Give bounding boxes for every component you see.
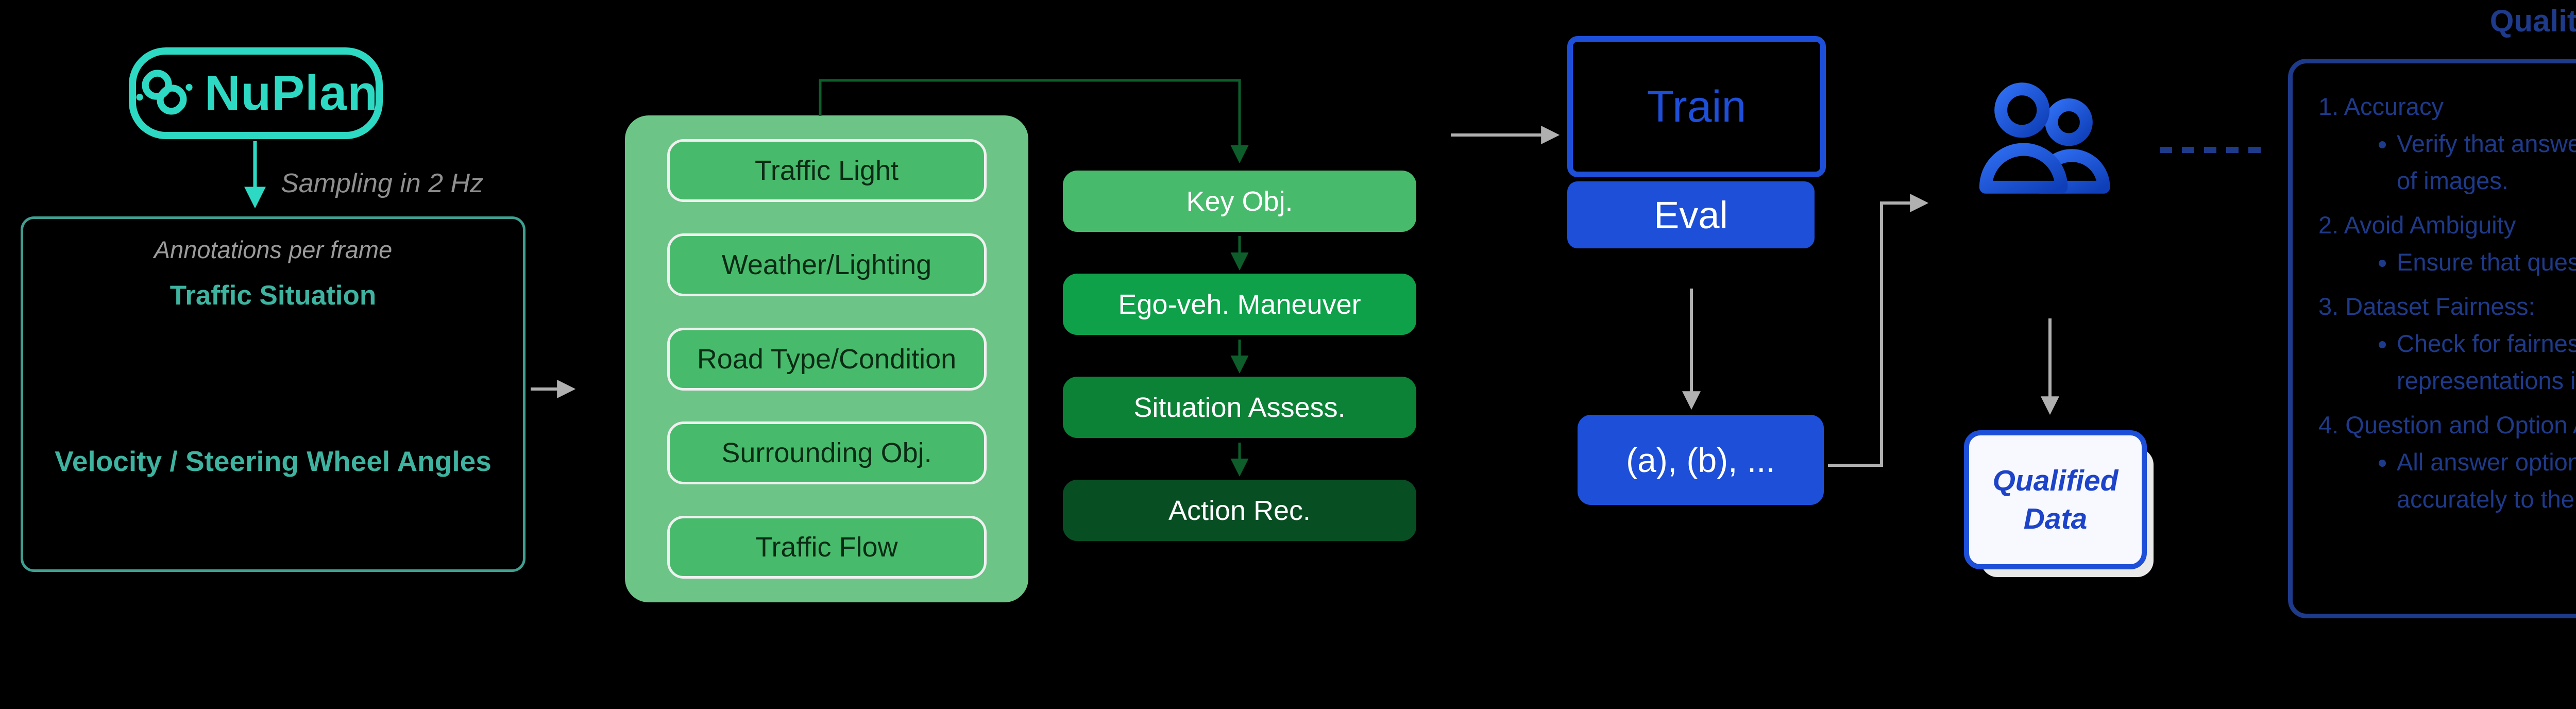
nuplan-brand-label: NuPlan <box>205 65 378 121</box>
model-outputs-box: (a), (b), ... <box>1578 415 1824 505</box>
criteria-item-ambiguity: 2. Avoid Ambiguity Ensure that questions… <box>2318 207 2576 281</box>
attribute-weather-lighting: Weather/Lighting <box>667 233 987 296</box>
train-box: Train <box>1567 36 1826 177</box>
annotations-title: Annotations per frame <box>154 236 393 263</box>
annotators-people-icon <box>1973 81 2125 195</box>
criteria-bullet: Verify that answers are correct and matc… <box>2397 125 2576 199</box>
traffic-situation-label: Traffic Situation <box>170 280 377 311</box>
pipeline-step-key-obj: Key Obj. <box>1063 171 1416 232</box>
criteria-item-alignment: 4. Question and Option Alignment All ans… <box>2318 407 2576 518</box>
eval-box: Eval <box>1567 181 1815 248</box>
pipeline-step-action-rec: Action Rec. <box>1063 480 1416 541</box>
velocity-steering-label: Velocity / Steering Wheel Angles <box>55 445 492 477</box>
criteria-title: Quality Examination Criteria <box>2489 4 2576 38</box>
attribute-traffic-flow: Traffic Flow <box>667 516 987 579</box>
annotations-box: Annotations per frame Traffic Situation … <box>21 216 526 572</box>
nuplan-logo-box: NuPlan <box>129 47 383 139</box>
pipeline-step-ego-veh-maneuver: Ego-veh. Maneuver <box>1063 274 1416 335</box>
attribute-traffic-light: Traffic Light <box>667 139 987 202</box>
criteria-item-fairness: 3. Dataset Fairness: Check for fairness … <box>2318 288 2576 399</box>
criteria-heading: 1. Accuracy <box>2318 93 2444 120</box>
sampling-rate-label: Sampling in 2 Hz <box>281 168 484 198</box>
qualified-data-label-line2: Data <box>2023 502 2088 535</box>
pipeline-step-situation-assess: Situation Assess. <box>1063 377 1416 438</box>
qualified-data-card: Qualified Data <box>1964 430 2147 569</box>
criteria-bullet: Ensure that questions have a unique, una… <box>2397 244 2576 281</box>
criteria-bullet: Check for fairness across cultural, gend… <box>2397 325 2576 399</box>
criteria-heading: 2. Avoid Ambiguity <box>2318 211 2516 239</box>
connector-attributes-to-key-obj <box>819 79 1249 163</box>
criteria-bullet: All answer options must be relevant and … <box>2397 444 2576 518</box>
qualified-data-label-line1: Qualified <box>1992 464 2119 497</box>
criteria-panel: 1. Accuracy Verify that answers are corr… <box>2288 59 2576 618</box>
attribute-road-type-condition: Road Type/Condition <box>667 327 987 391</box>
criteria-list: 1. Accuracy Verify that answers are corr… <box>2318 88 2576 525</box>
connector-outputs-to-annotators <box>1828 194 1929 467</box>
nuplan-chain-icon <box>133 61 195 126</box>
criteria-heading: 4. Question and Option Alignment <box>2318 411 2576 438</box>
criteria-item-accuracy: 1. Accuracy Verify that answers are corr… <box>2318 88 2576 199</box>
criteria-heading: 3. Dataset Fairness: <box>2318 293 2535 320</box>
attribute-surrounding-obj: Surrounding Obj. <box>667 421 987 485</box>
frame-attributes-panel: Traffic Light Weather/Lighting Road Type… <box>625 115 1028 602</box>
